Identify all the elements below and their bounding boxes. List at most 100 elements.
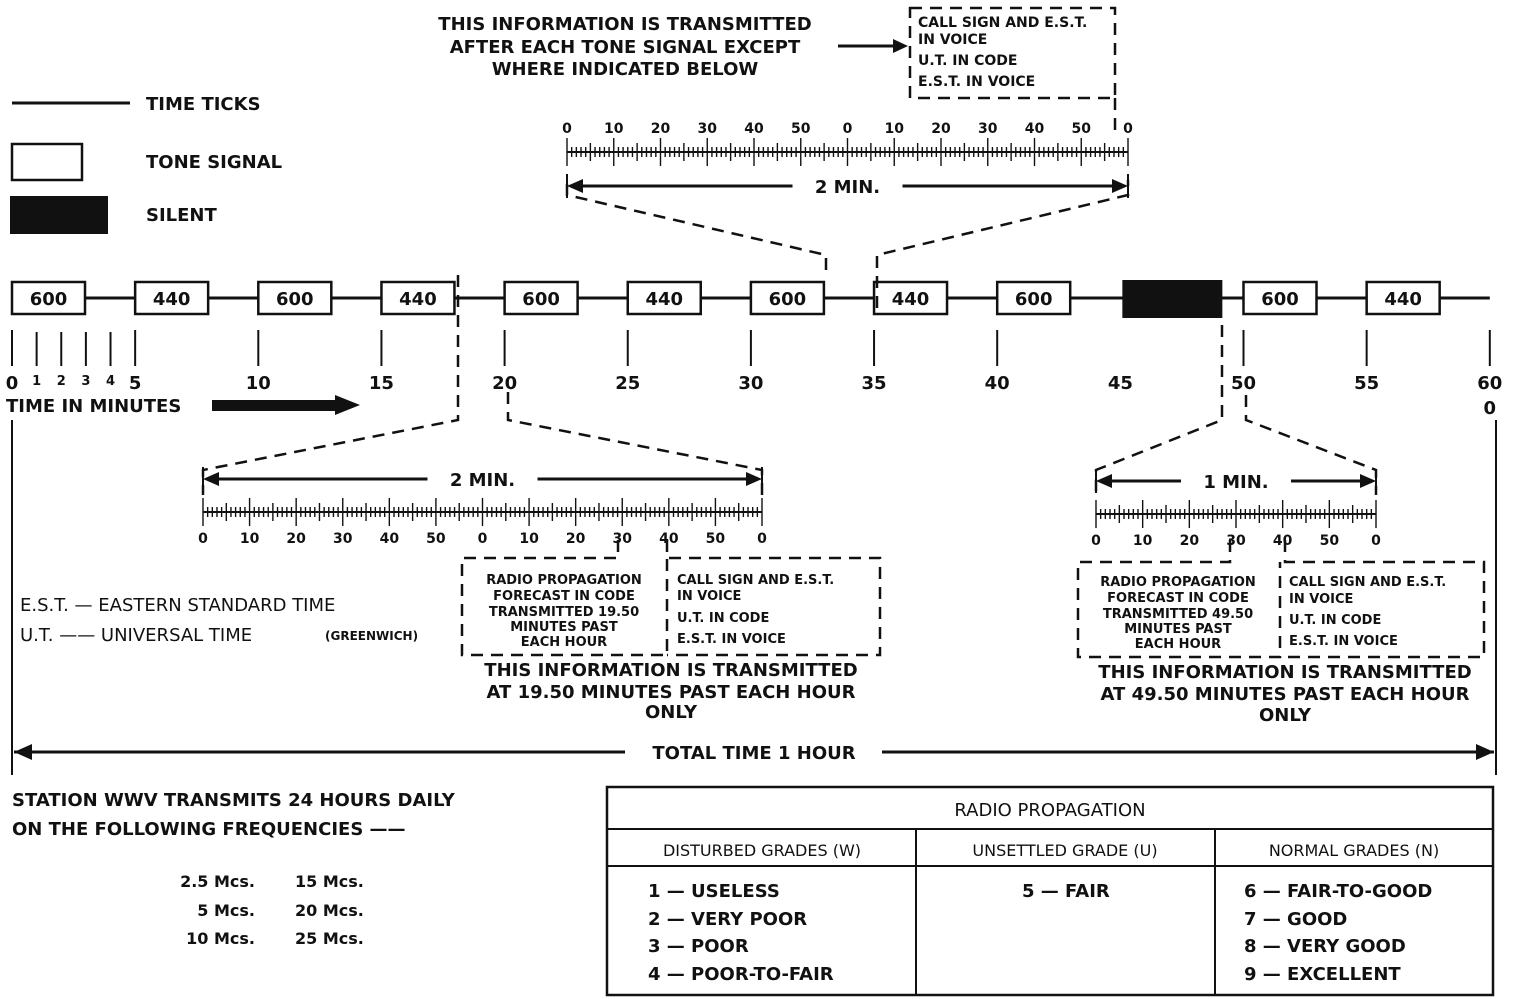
info-line: U.T. IN CODE <box>918 53 1017 69</box>
scale-label: 40 <box>380 531 400 547</box>
grade-item: 3 — POOR <box>648 936 749 957</box>
silent-swatch <box>10 196 108 234</box>
note-line: AFTER EACH TONE SIGNAL EXCEPT <box>450 37 801 58</box>
axis-label: TIME IN MINUTES <box>6 396 181 417</box>
arrow-head-icon <box>893 39 908 53</box>
scale-label: 30 <box>698 121 718 137</box>
tone-frequency-label: 440 <box>399 289 437 310</box>
span-label: 2 MIN. <box>815 177 880 198</box>
silent-block <box>1122 280 1223 318</box>
tick-label: 45 <box>1108 373 1133 394</box>
scale-label: 10 <box>1133 533 1153 549</box>
station-info: STATION WWV TRANSMITS 24 HOURS DAILY ON … <box>12 790 456 948</box>
legend-silent: SILENT <box>146 205 217 226</box>
top-info-box <box>908 6 1117 100</box>
column-header: NORMAL GRADES (N) <box>1269 841 1439 860</box>
forecast-line: RADIO PROPAGATION <box>1100 575 1256 590</box>
span-label: 1 MIN. <box>1203 472 1268 493</box>
scale-label: 10 <box>885 121 905 137</box>
frequency: 20 Mcs. <box>295 901 364 920</box>
scale-label: 50 <box>706 531 726 547</box>
tick-label: 30 <box>738 373 763 394</box>
note-line: AT 49.50 MINUTES PAST EACH HOUR <box>1101 684 1470 705</box>
note-line: AT 19.50 MINUTES PAST EACH HOUR <box>487 682 856 703</box>
grade-item: 6 — FAIR-TO-GOOD <box>1244 881 1432 902</box>
scale-label: 20 <box>1180 533 1200 549</box>
grade-item: 9 — EXCELLENT <box>1244 964 1401 985</box>
tick-label: 25 <box>615 373 640 394</box>
forecast-line: FORECAST IN CODE <box>1107 591 1249 606</box>
station-line: STATION WWV TRANSMITS 24 HOURS DAILY <box>12 790 456 811</box>
grade-item: 1 — USELESS <box>648 881 780 902</box>
connectors <box>201 180 1486 659</box>
tick-label: 20 <box>492 373 517 394</box>
forecast-line: FORECAST IN CODE <box>493 589 635 604</box>
tick-label: 5 <box>129 373 142 394</box>
frequency: 15 Mcs. <box>295 872 364 891</box>
scale-label: 20 <box>651 121 671 137</box>
voice-line: U.T. IN CODE <box>677 611 769 626</box>
arrow-left-icon <box>203 472 219 486</box>
arrow-left-icon <box>1096 474 1112 488</box>
tone-frequency-label: 440 <box>153 289 191 310</box>
tick-label: 10 <box>246 373 271 394</box>
tone-frequency-label: 600 <box>276 289 314 310</box>
tone-signal-box <box>749 280 826 316</box>
scale-label: 40 <box>1273 533 1293 549</box>
tone-frequency-label: 440 <box>645 289 683 310</box>
radio-propagation-table: RADIO PROPAGATION DISTURBED GRADES (W) U… <box>605 785 1495 997</box>
left-detail: RADIO PROPAGATION FORECAST IN CODE TRANS… <box>484 573 857 723</box>
column-header: UNSETTLED GRADE (U) <box>972 841 1157 860</box>
tone-signal-box <box>10 280 87 316</box>
scale-label: 0 <box>843 121 853 137</box>
note-line: THIS INFORMATION IS TRANSMITTED <box>438 14 811 35</box>
span-label: 2 MIN. <box>450 470 515 491</box>
scale-label: 0 <box>562 121 572 137</box>
tone-frequency-label: 600 <box>522 289 560 310</box>
scale-label: 30 <box>978 121 998 137</box>
scale-label: 0 <box>198 531 208 547</box>
note-line: THIS INFORMATION IS TRANSMITTED <box>1098 662 1471 683</box>
frequency: 10 Mcs. <box>186 929 255 948</box>
voice-line: U.T. IN CODE <box>1289 613 1381 628</box>
column-header: DISTURBED GRADES (W) <box>663 841 861 860</box>
tone-signal-box <box>995 280 1072 316</box>
tick-label: 55 <box>1354 373 1379 394</box>
arrow-right-icon <box>1360 474 1376 488</box>
tick-label: 0 <box>6 373 19 394</box>
ut-note: (GREENWICH) <box>325 629 418 643</box>
info-line: CALL SIGN AND E.S.T. <box>918 15 1087 31</box>
voice-line: CALL SIGN AND E.S.T. <box>1289 575 1446 590</box>
minor-tick-label: 4 <box>106 374 115 389</box>
minor-tick-label: 2 <box>57 374 66 389</box>
frequency: 25 Mcs. <box>295 929 364 948</box>
forecast-line: EACH HOUR <box>521 635 607 650</box>
note-line: ONLY <box>645 702 698 723</box>
tone-frequency-label: 440 <box>1384 289 1422 310</box>
arrow-left-icon <box>14 744 32 760</box>
frequency: 5 Mcs. <box>197 901 255 920</box>
legend-tone-signal: TONE SIGNAL <box>146 152 282 173</box>
tone-signal-box <box>626 280 702 316</box>
arrow-right-icon <box>1476 744 1494 760</box>
arrow-right-icon <box>746 472 762 486</box>
legend: TIME TICKS TONE SIGNAL SILENT <box>10 94 282 234</box>
minor-tick-label: 3 <box>81 374 90 389</box>
scale-label: 0 <box>1371 533 1381 549</box>
scale-label: 10 <box>240 531 260 547</box>
tone-frequency-label: 600 <box>1015 289 1053 310</box>
tick-label: 60 <box>1477 373 1502 394</box>
info-line: E.S.T. IN VOICE <box>918 74 1035 90</box>
forecast-line: MINUTES PAST <box>1124 622 1232 637</box>
info-line: IN VOICE <box>918 32 987 48</box>
forecast-line: TRANSMITTED 49.50 <box>1103 607 1253 622</box>
tone-signal-box <box>503 280 579 316</box>
forecast-line: TRANSMITTED 19.50 <box>489 605 639 620</box>
arrow-left-icon <box>567 179 583 193</box>
frequency: 2.5 Mcs. <box>180 872 255 891</box>
scale-label: 0 <box>1091 533 1101 549</box>
scale-label: 40 <box>744 121 764 137</box>
tone-signal-box <box>380 280 456 316</box>
